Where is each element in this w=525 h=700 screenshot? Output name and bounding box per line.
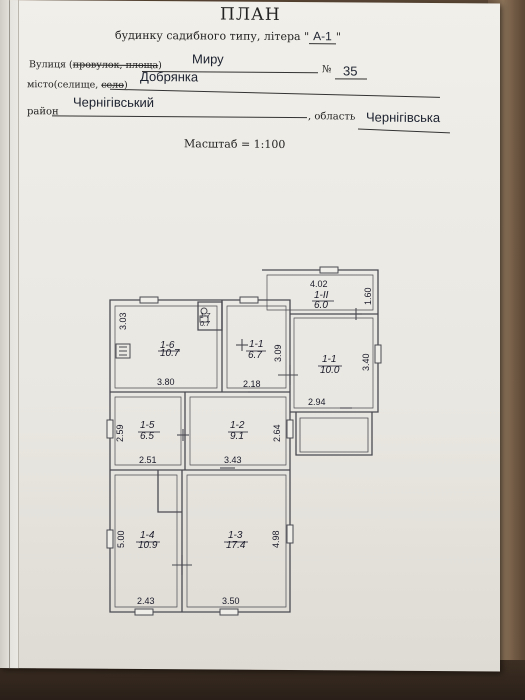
room-1-ii-area: 6.0: [314, 300, 328, 311]
dim-4-98: 4.98: [271, 530, 281, 548]
dim-2-18: 2.18: [243, 379, 261, 389]
room-1-1b-inner: [293, 317, 374, 409]
room-1-3-area: 17.4: [226, 540, 246, 551]
room-1-5-inner: [114, 396, 182, 466]
room-veranda-inner: [266, 274, 374, 311]
room-1-4-id: 1-4: [140, 530, 155, 541]
room-1-1-area: 6.7: [248, 350, 262, 361]
room-labels: 1-6 10.7 1-7 0.7 1-1 6.7 1-1 10.0 1-ІІ 6…: [136, 290, 342, 551]
room-1-1b-area: 10.0: [320, 365, 340, 376]
room-1-7-id: 1-7: [200, 313, 211, 320]
room-1-1b-id: 1-1: [322, 354, 336, 365]
dim-3-09: 3.09: [273, 344, 283, 362]
dim-2-64: 2.64: [272, 424, 282, 442]
room-1-3-inner: [186, 474, 287, 608]
dim-3-50: 3.50: [222, 596, 240, 606]
dim-2-94: 2.94: [308, 397, 326, 407]
room-1-6-id: 1-6: [160, 340, 175, 351]
room-1-6-area: 10.7: [160, 348, 180, 359]
corridor-wall: [157, 470, 182, 513]
room-1-7-area: 0.7: [200, 321, 211, 328]
stove-icon: [115, 343, 131, 359]
dim-3-03: 3.03: [118, 312, 128, 330]
dim-5-00: 5.00: [116, 530, 126, 548]
room-1-1-inner: [226, 305, 287, 389]
dim-3-43: 3.43: [224, 455, 242, 465]
porch-outline: [295, 412, 373, 456]
dim-1-60: 1.60: [363, 287, 373, 305]
room-1-2-inner: [189, 396, 287, 466]
sink-icon: [199, 307, 209, 323]
porch-inner: [299, 417, 369, 453]
room-1-4-area: 10.9: [138, 540, 158, 551]
outer-wall: [109, 299, 291, 613]
dimension-labels: 3.03 3.80 3.09 2.18 4.02 1.60 3.40 2.94 …: [115, 279, 373, 606]
room-1-1-id: 1-1: [249, 339, 263, 350]
doors: [172, 308, 362, 575]
room-1-2-id: 1-2: [230, 420, 245, 431]
room-1-6-inner: [114, 305, 218, 389]
room-1-4-inner: [114, 474, 178, 608]
dim-2-59: 2.59: [115, 424, 125, 442]
room-1-3-id: 1-3: [228, 530, 243, 541]
dim-4-02: 4.02: [310, 279, 328, 289]
bath-room-wall: [197, 301, 223, 331]
dim-2-51: 2.51: [139, 455, 157, 465]
room-1-5-id: 1-5: [140, 420, 155, 431]
dim-3-80: 3.80: [157, 377, 175, 387]
room-1-ii-id: 1-ІІ: [314, 290, 329, 301]
room-1-2-area: 9.1: [230, 431, 244, 442]
room-1-5-area: 6.5: [140, 431, 154, 442]
dim-2-43: 2.43: [137, 596, 155, 606]
windows: [106, 266, 382, 616]
dim-3-40: 3.40: [361, 353, 371, 371]
